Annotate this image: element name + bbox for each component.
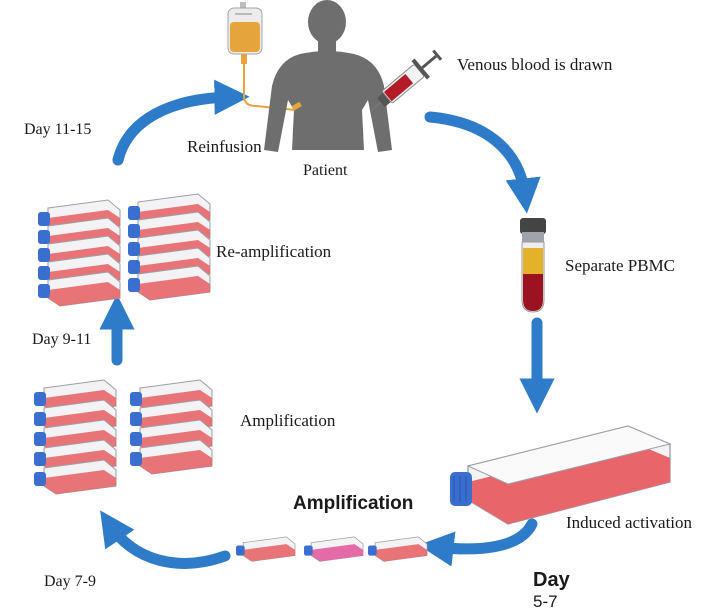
syringe-icon <box>371 49 443 111</box>
arrow-reinfusion <box>112 79 250 166</box>
flask-stack-amplification-right <box>129 379 213 475</box>
label-day-5-7-line1: Day <box>533 569 570 591</box>
arrow-to-day7-9 <box>100 510 231 569</box>
label-re-amplification: Re-amplification <box>216 242 332 261</box>
flask-stack-reamp-left <box>37 199 121 307</box>
small-flask-2 <box>304 536 364 562</box>
label-day-7-9: Day 7-9 <box>44 573 96 590</box>
label-separate-pbmc: Separate PBMC <box>565 256 676 275</box>
iv-bag-icon <box>227 2 297 111</box>
blood-tube-icon <box>520 218 546 313</box>
flask-stack-amplification-left <box>33 379 117 495</box>
arrow-to-small-flasks <box>418 518 538 567</box>
label-patient: Patient <box>303 162 348 179</box>
label-day-5-7-line2: 5-7 <box>533 592 558 611</box>
small-flask-3 <box>367 536 428 562</box>
label-reinfusion: Reinfusion <box>187 137 262 156</box>
label-induced-activation: Induced activation <box>566 513 693 532</box>
label-amplification-bold: Amplification <box>293 493 414 514</box>
label-day-11-15: Day 11-15 <box>24 121 92 138</box>
small-flask-1 <box>235 536 296 562</box>
flask-stack-reamp-right <box>127 193 211 301</box>
culture-flask-icon <box>450 425 672 525</box>
label-amplification: Amplification <box>240 411 336 430</box>
patient-silhouette-icon <box>264 0 392 152</box>
label-day-9-11: Day 9-11 <box>32 331 92 348</box>
arrow-to-pbmc <box>424 111 541 214</box>
label-venous-blood: Venous blood is drawn <box>457 55 613 74</box>
